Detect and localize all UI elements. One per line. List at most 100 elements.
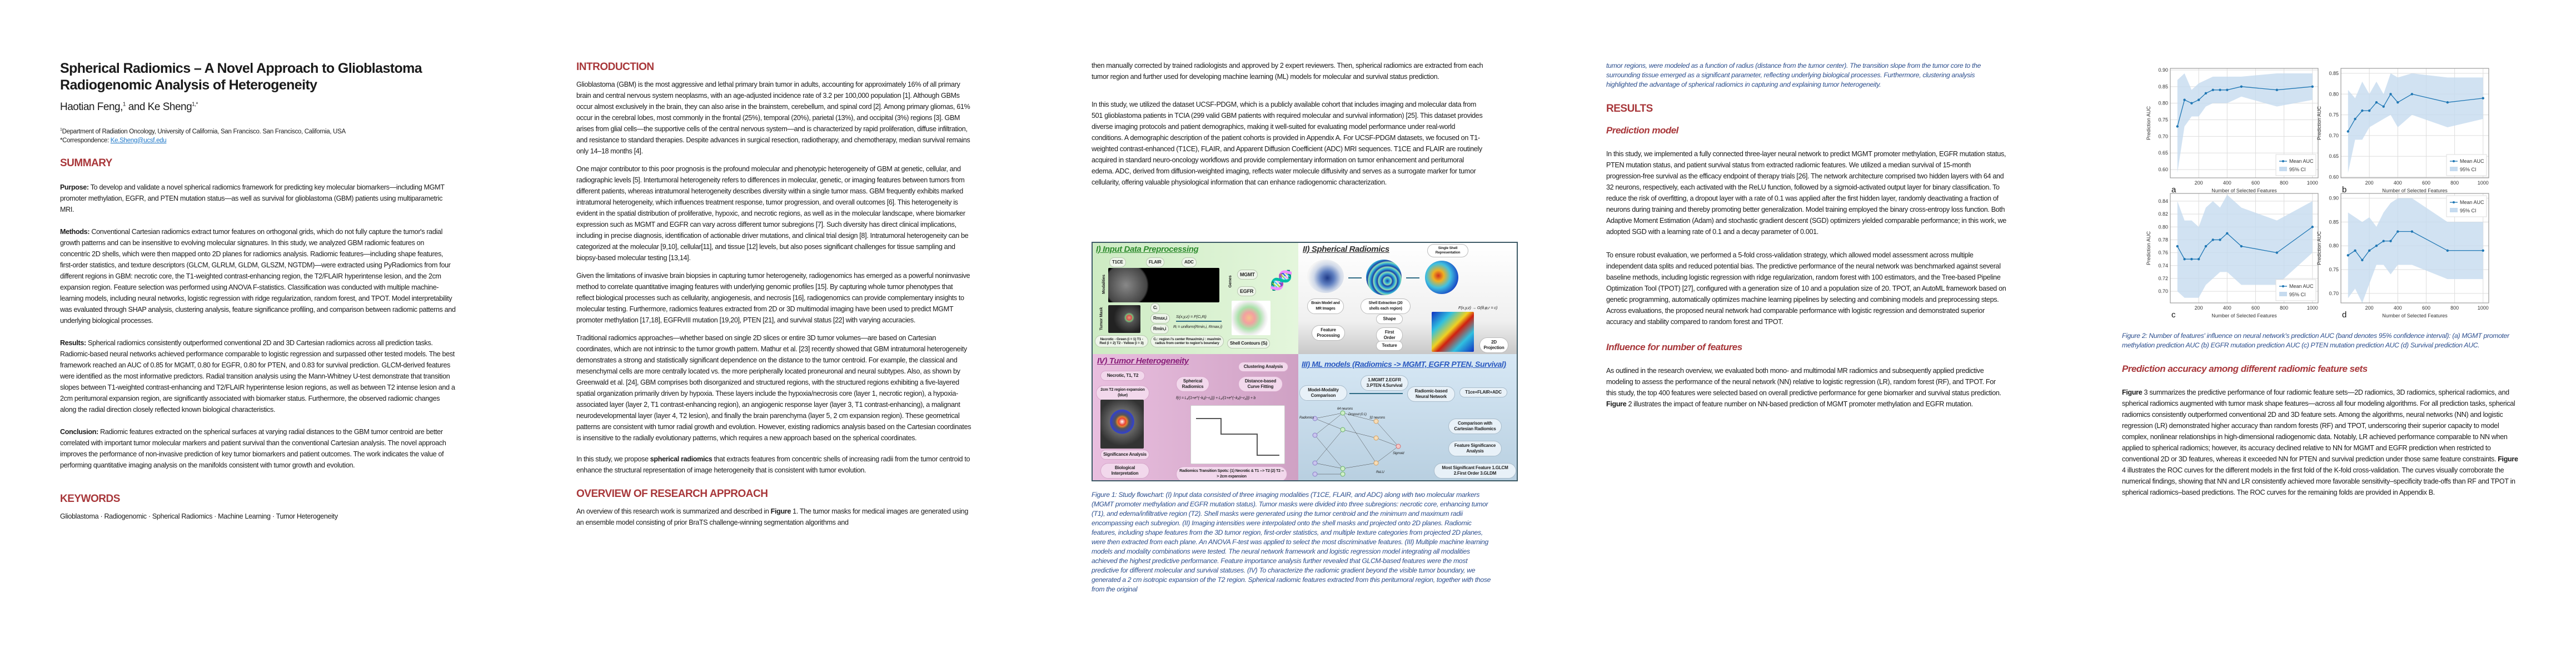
x-tick-label: 800 xyxy=(2280,305,2288,311)
column-overview: then manually corrected by trained radio… xyxy=(1092,60,1487,195)
legend-box xyxy=(2446,195,2487,217)
label-t1ce: T1CE xyxy=(1109,257,1126,267)
mri-slices-image xyxy=(1108,268,1219,302)
data-point xyxy=(2311,85,2314,88)
arrow-icon xyxy=(1406,277,1419,278)
data-point xyxy=(2361,109,2364,112)
y-tick-label: 0.80 xyxy=(2329,91,2339,97)
label-mgmt: MGMT xyxy=(1237,270,1258,280)
panel-label: b xyxy=(2342,185,2346,195)
overview-paragraph: then manually corrected by trained radio… xyxy=(1092,62,1483,81)
ci-band xyxy=(2177,73,2313,173)
panel-ml-models: III) ML models (Radiomics -> MGMT, EGFR … xyxy=(1298,354,1517,480)
arrow-icon xyxy=(1349,393,1403,394)
data-point xyxy=(2226,88,2229,92)
label-radiomics: Radiomics xyxy=(1299,416,1314,420)
data-point xyxy=(2346,130,2349,133)
label-regions: Necrotic, T1, T2 xyxy=(1100,371,1145,381)
plot-frame xyxy=(2340,193,2489,303)
legend-marker-icon xyxy=(2453,160,2455,162)
data-point xyxy=(2410,230,2414,233)
legend-band-icon xyxy=(2450,167,2458,171)
x-tick-label: 1000 xyxy=(2307,305,2318,311)
y-tick-label: 0.70 xyxy=(2158,133,2168,139)
intro-paragraph: Glioblastoma (GBM) is the most aggressiv… xyxy=(576,81,970,155)
y-tick-label: 0.84 xyxy=(2158,198,2168,204)
data-point xyxy=(2368,249,2371,252)
label-shape: Shape xyxy=(1376,314,1403,324)
y-tick-label: 0.70 xyxy=(2329,291,2339,296)
email-link[interactable]: Ke.Sheng@ucsf.edu xyxy=(110,137,167,144)
data-point xyxy=(2375,101,2378,104)
data-point xyxy=(2204,245,2208,248)
introduction-heading: INTRODUCTION xyxy=(576,61,654,73)
data-point xyxy=(2446,101,2449,104)
ci-band xyxy=(2348,73,2483,173)
label-biological: Biological Interpretation xyxy=(1100,463,1149,479)
methods-paragraph: Methods: Conventional Cartesian radiomic… xyxy=(60,227,456,325)
affiliation: 1Department of Radiation Oncology, Unive… xyxy=(60,128,346,144)
shell-contours-image xyxy=(1232,301,1270,335)
step-curve-icon xyxy=(1196,418,1279,456)
label-shell-contours: Shell Contours (Sᵢ) xyxy=(1227,339,1270,349)
label-center-definition: Cᵢ : region i's center Rmax/min,i : max/… xyxy=(1150,335,1224,347)
label-rmax: Rmax,i xyxy=(1150,313,1170,323)
panel-title: IV) Tumor Heterogeneity xyxy=(1097,356,1189,366)
y-tick-label: 0.82 xyxy=(2158,211,2168,217)
y-tick-label: 0.76 xyxy=(2158,250,2168,256)
label-model-modality: Model-Modality Comparison xyxy=(1299,385,1347,401)
data-point xyxy=(2375,245,2378,247)
arrow-icon xyxy=(1176,321,1222,322)
label-rmin: Rmin,i xyxy=(1150,324,1169,334)
column-summary: Spherical Radiomics – A Novel Approach t… xyxy=(60,60,456,529)
data-point xyxy=(2197,98,2200,101)
intro-paragraph: One major contributor to this poor progn… xyxy=(576,165,969,262)
data-point xyxy=(2346,254,2349,257)
column-figure2: Figure 2: Number of features' influence … xyxy=(2122,331,2522,505)
panel-label: a xyxy=(2171,185,2176,195)
feature-sets-subheading: Prediction accuracy among different radi… xyxy=(2122,364,2368,374)
panel-title: III) ML models (Radiomics -> MGMT, EGFR … xyxy=(1302,360,1506,369)
x-tick-label: 800 xyxy=(2450,180,2459,186)
neural-network-diagram xyxy=(1312,410,1401,477)
results-paragraph: Results: Spherical radiomics consistentl… xyxy=(60,339,455,414)
data-point xyxy=(2311,226,2314,228)
y-tick-label: 0.75 xyxy=(2329,267,2339,272)
data-point xyxy=(2482,97,2484,99)
results-paragraph: Figure 3 summarizes the predictive perfo… xyxy=(2122,389,2518,496)
keywords-heading: KEYWORDS xyxy=(60,492,120,505)
data-point xyxy=(2354,117,2356,121)
legend-label: 95% CI xyxy=(2460,167,2477,172)
label-neural-network: Radiomic-based Neural Network xyxy=(1407,386,1455,402)
label-shell-extraction: Shell Extraction (20 shells each region) xyxy=(1361,298,1411,314)
data-point xyxy=(2176,245,2179,248)
x-tick-label: 600 xyxy=(2251,180,2260,186)
y-tick-label: 0.65 xyxy=(2329,153,2339,159)
legend-label: Mean AUC xyxy=(2460,158,2484,164)
single-shell-image xyxy=(1425,261,1458,294)
results-paragraph: As outlined in the research overview, we… xyxy=(1606,367,2001,408)
results-paragraph: To ensure robust evaluation, we performe… xyxy=(1606,251,2006,326)
shell-extraction-image xyxy=(1366,260,1402,295)
projection-heatmap-image xyxy=(1432,312,1474,352)
column-results: tumor regions, were modeled as a functio… xyxy=(1606,61,2006,416)
panel-tumor-heterogeneity: IV) Tumor Heterogeneity Necrotic, T1, T2… xyxy=(1093,354,1298,480)
legend-label: Mean AUC xyxy=(2289,158,2314,164)
tumor-mask-image xyxy=(1108,305,1140,333)
purpose-paragraph: Purpose: To develop and validate a novel… xyxy=(60,183,445,213)
equation-radius: Rᵢ = uniform(Rmin,i, Rmax,i) xyxy=(1173,324,1223,329)
y-tick-label: 0.78 xyxy=(2158,237,2168,242)
legend-band-icon xyxy=(2279,167,2287,171)
x-tick-label: 600 xyxy=(2422,305,2430,311)
data-point xyxy=(2396,230,2399,233)
y-tick-label: 0.85 xyxy=(2329,71,2339,76)
legend-band-icon xyxy=(2450,208,2458,212)
y-tick-label: 0.74 xyxy=(2158,263,2168,268)
figure-1-caption: Figure 1: Study flowchart: (I) Input dat… xyxy=(1092,491,1491,593)
y-tick-label: 0.90 xyxy=(2329,196,2339,201)
label-brain-model: Brain Model and MR Images xyxy=(1307,298,1344,314)
label-region-legend: Necrotic - Green (i = 1) T1 - Red (i = 2… xyxy=(1095,335,1148,347)
data-point xyxy=(2226,232,2229,235)
